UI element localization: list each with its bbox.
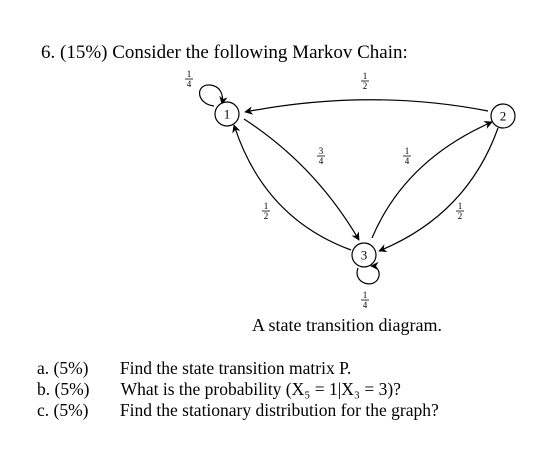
svg-text:4: 4	[363, 300, 368, 310]
node-1: 1	[214, 101, 240, 127]
question-parts: a. (5%) Find the state transition matrix…	[37, 358, 439, 421]
node-2-label: 2	[500, 109, 507, 124]
question-title: 6. (15%) Consider the following Markov C…	[41, 42, 408, 63]
svg-text:1: 1	[458, 201, 463, 211]
part-b: b. (5%) What is the probability (X₅ = 1|…	[37, 379, 439, 400]
edge-3-self-loop	[356, 261, 380, 285]
part-a-weight: (5%)	[53, 358, 89, 378]
edge-3-to-2	[371, 121, 493, 239]
part-a: a. (5%) Find the state transition matrix…	[37, 358, 439, 379]
edge-label-3-self: 1 4	[361, 290, 369, 310]
node-1-label: 1	[224, 107, 231, 122]
part-c: c. (5%) Find the stationary distribution…	[37, 400, 439, 421]
part-a-letter: a.	[37, 358, 50, 378]
edge-3-to-1	[232, 124, 352, 251]
part-b-weight: (5%)	[54, 379, 90, 399]
svg-text:2: 2	[363, 81, 368, 91]
edge-1-self-loop	[199, 84, 228, 107]
node-3: 3	[351, 242, 377, 268]
svg-text:3: 3	[319, 146, 324, 156]
svg-text:4: 4	[187, 79, 192, 89]
svg-text:1: 1	[405, 146, 410, 156]
edge-label-3-to-1: 1 2	[262, 201, 270, 221]
part-c-letter: c.	[37, 400, 50, 420]
svg-text:1: 1	[187, 69, 192, 79]
edge-1-to-3	[243, 118, 360, 241]
edge-label-2-to-3: 1 2	[456, 201, 464, 221]
svg-text:1: 1	[363, 71, 368, 81]
node-3-label: 3	[361, 248, 368, 263]
svg-text:1: 1	[363, 290, 368, 300]
part-c-weight: (5%)	[53, 400, 89, 420]
svg-text:4: 4	[405, 156, 410, 166]
part-c-text: Find the stationary distribution for the…	[119, 400, 439, 420]
diagram-caption: A state transition diagram.	[252, 315, 442, 335]
part-a-text: Find the state transition matrix P.	[119, 358, 352, 378]
svg-text:2: 2	[264, 211, 269, 221]
edge-2-to-3	[378, 127, 499, 253]
edge-label-2-to-1: 1 2	[361, 71, 369, 91]
svg-text:1: 1	[264, 201, 269, 211]
edge-label-1-self: 1 4	[185, 69, 193, 89]
edge-label-1-to-3: 3 4	[317, 146, 325, 166]
svg-text:2: 2	[458, 211, 463, 221]
node-2: 2	[490, 103, 516, 129]
edge-2-to-1	[244, 99, 489, 115]
edge-label-3-to-2: 1 4	[403, 146, 411, 166]
svg-text:4: 4	[319, 156, 324, 166]
part-b-text: What is the probability (X₅ = 1|X₃ = 3)?	[120, 379, 401, 399]
part-b-letter: b.	[37, 379, 51, 399]
